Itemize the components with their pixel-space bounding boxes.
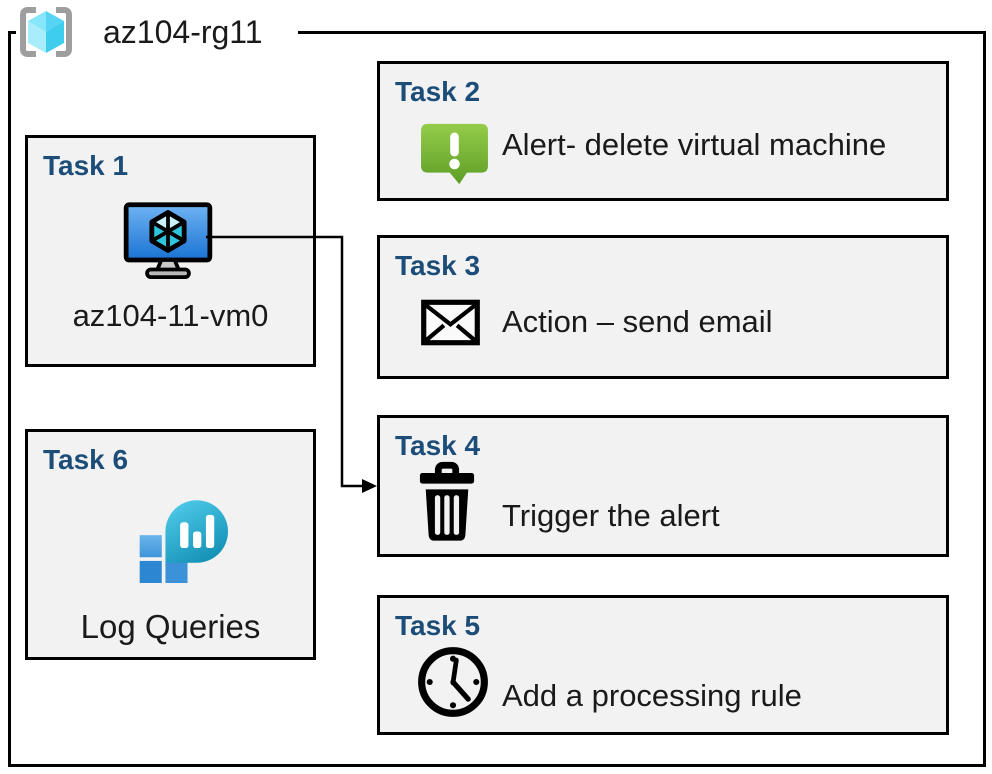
task3-icon-wrap <box>420 299 481 351</box>
task3-box: Task 3 Action – send email <box>377 235 949 379</box>
task4-box: Task 4 Trigger the alert <box>377 415 949 557</box>
alert-icon <box>421 123 488 185</box>
task1-box: Task 1 az104-11-vm0 <box>25 135 316 367</box>
task6-box: Task 6 Log Queries <box>25 429 316 660</box>
log-analytics-icon <box>139 500 228 583</box>
task2-box: Task 2 Alert- delete virtual machine <box>377 61 949 201</box>
task2-title: Task 2 <box>395 76 481 107</box>
virtual-machine-icon <box>123 202 213 279</box>
resource-group-label: az104-rg11 <box>103 13 263 50</box>
task4-label: Trigger the alert <box>502 498 720 533</box>
task4-title: Task 4 <box>395 430 481 461</box>
task5-box: Task 5 Add a processing rule <box>377 595 949 735</box>
task1-icon-wrap <box>122 201 214 284</box>
task1-title: Task 1 <box>43 150 129 181</box>
email-icon <box>421 299 480 346</box>
trash-icon <box>419 461 475 541</box>
task5-label: Add a processing rule <box>502 678 802 713</box>
task3-label: Action – send email <box>502 304 773 339</box>
task6-label: Log Queries <box>80 608 261 645</box>
task6-icon-wrap <box>134 491 230 588</box>
clock-icon <box>418 647 488 717</box>
task3-title: Task 3 <box>395 250 481 281</box>
task2-label: Alert- delete virtual machine <box>502 127 887 162</box>
task4-icon-wrap <box>418 461 476 548</box>
task2-icon-wrap <box>418 121 491 191</box>
task5-icon-wrap <box>415 644 491 725</box>
resource-group-header: az104-rg11 <box>16 2 298 62</box>
task6-title: Task 6 <box>43 444 129 475</box>
resource-group-icon <box>20 7 72 57</box>
task5-title: Task 5 <box>395 610 481 641</box>
task1-label: az104-11-vm0 <box>72 298 269 333</box>
